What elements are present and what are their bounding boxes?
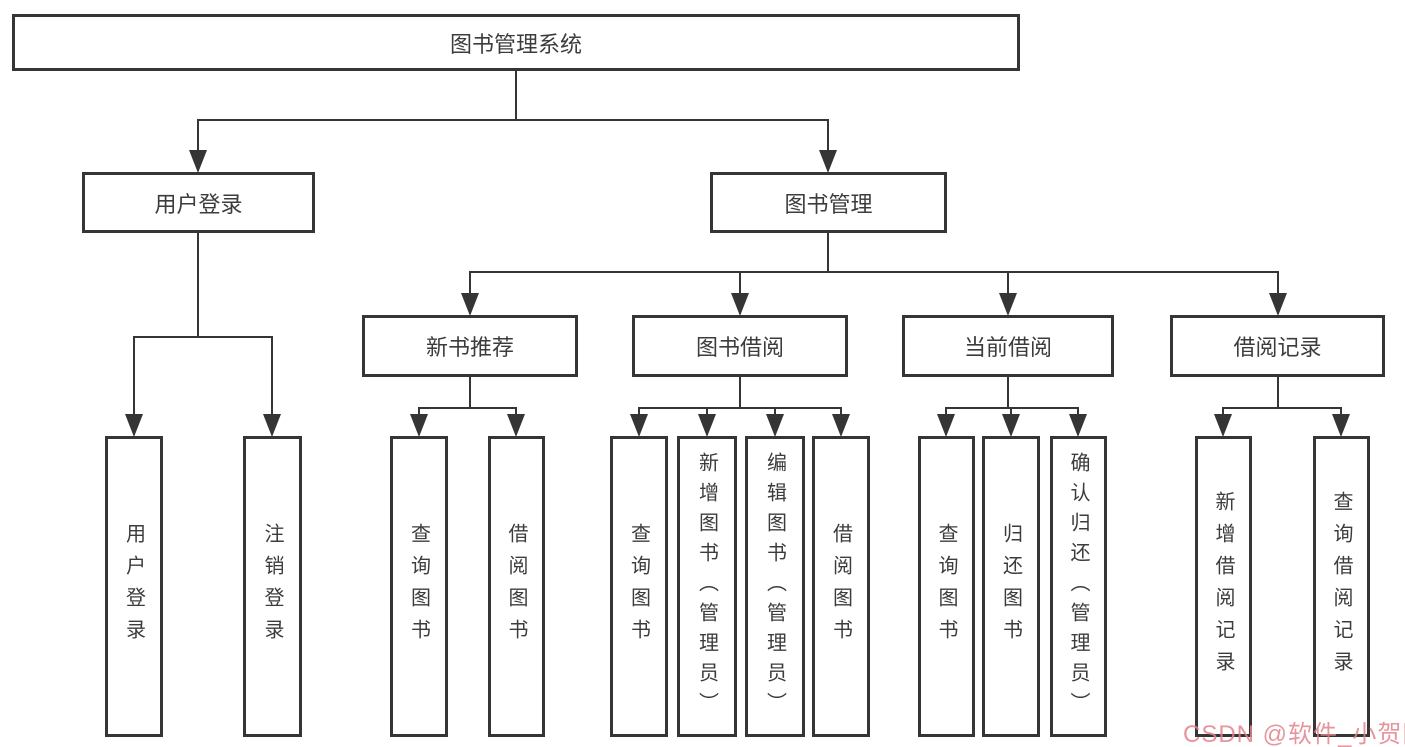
connector-leaf-stem [638, 407, 640, 417]
arrowhead-leaf [507, 414, 525, 437]
connector-borrow-records-drop [1277, 376, 1279, 408]
arrowhead-leaf [1002, 414, 1020, 437]
node-book-borrowing: 图书借阅 [632, 315, 848, 377]
arrowhead-leaf-logout [263, 414, 281, 437]
arrowhead-leaf [937, 414, 955, 437]
connector-book-borrow-bus [638, 407, 842, 409]
arrowhead-book-mgmt [819, 150, 837, 173]
connector-new-book-bus [418, 407, 517, 409]
connector-current-borrow-stem [1007, 271, 1009, 295]
arrowhead-leaf [1332, 414, 1350, 437]
connector-leaf-stem [840, 407, 842, 417]
connector-leaf-stem [1222, 407, 1224, 417]
connector-leaf-login-stem [133, 336, 135, 416]
connector-leaf-stem [945, 407, 947, 417]
connector-current-borrow-bus [945, 407, 1079, 409]
arrowhead-leaf [766, 414, 784, 437]
node-book-management: 图书管理 [710, 172, 947, 233]
connector-book-mgmt-stem [827, 119, 829, 153]
connector-level2-bus [197, 119, 829, 121]
connector-leaf-stem [1010, 407, 1012, 417]
connector-new-book-stem [469, 271, 471, 295]
arrowhead-leaf [1069, 414, 1087, 437]
connector-leaf-stem [515, 407, 517, 417]
arrowhead-leaf [410, 414, 428, 437]
leaf-nbr-query-books: 查询图书 [390, 436, 448, 737]
connector-new-book-drop [469, 376, 471, 408]
leaf-bb-add-books-admin: 新增图书（管理员） [677, 436, 737, 737]
connector-leaf-stem [706, 407, 708, 417]
arrowhead-current-borrow [999, 293, 1017, 316]
arrowhead-leaf [698, 414, 716, 437]
connector-user-login-bus [133, 336, 273, 338]
node-new-book-recommend: 新书推荐 [362, 315, 578, 377]
arrowhead-new-book [461, 293, 479, 316]
leaf-bb-query-books: 查询图书 [610, 436, 668, 737]
arrowhead-leaf [1214, 414, 1232, 437]
connector-root-drop [515, 70, 517, 120]
node-library-management-system: 图书管理系统 [12, 14, 1020, 71]
leaf-bb-edit-books-admin: 编辑图书（管理员） [745, 436, 805, 737]
arrowhead-leaf-login [125, 414, 143, 437]
leaf-logout: 注销登录 [243, 436, 302, 737]
leaf-user-login: 用户登录 [105, 436, 163, 737]
arrowhead-leaf [630, 414, 648, 437]
arrowhead-leaf [832, 414, 850, 437]
node-borrowing-records: 借阅记录 [1170, 315, 1385, 377]
leaf-cb-return-books: 归还图书 [982, 436, 1040, 737]
leaf-bb-borrow-books: 借阅图书 [812, 436, 870, 737]
leaf-nbr-borrow-books: 借阅图书 [488, 436, 545, 737]
connector-leaf-stem [1077, 407, 1079, 417]
connector-book-borrow-stem [739, 271, 741, 295]
connector-leaf-stem [418, 407, 420, 417]
connector-book-mgmt-drop [827, 232, 829, 273]
node-user-login: 用户登录 [82, 172, 315, 233]
connector-level3-bus [469, 271, 1279, 273]
leaf-cb-query-books: 查询图书 [918, 436, 975, 737]
connector-leaf-logout-stem [271, 336, 273, 416]
connector-leaf-stem [774, 407, 776, 417]
csdn-watermark: CSDN @软件_小贺同学 [1183, 721, 1405, 747]
leaf-br-query-record: 查询借阅记录 [1313, 436, 1370, 737]
arrowhead-user-login [189, 150, 207, 173]
arrowhead-book-borrow [731, 293, 749, 316]
connector-borrow-records-bus [1222, 407, 1342, 409]
arrowhead-borrow-records [1269, 293, 1287, 316]
connector-book-borrow-drop [739, 376, 741, 408]
leaf-br-add-record: 新增借阅记录 [1195, 436, 1252, 737]
connector-borrow-records-stem [1277, 271, 1279, 295]
connector-leaf-stem [1340, 407, 1342, 417]
leaf-cb-confirm-return-admin: 确认归还（管理员） [1050, 436, 1107, 737]
connector-user-login-drop [197, 232, 199, 337]
node-current-borrowing: 当前借阅 [902, 315, 1114, 377]
connector-current-borrow-drop [1007, 376, 1009, 408]
connector-user-login-stem [197, 119, 199, 153]
